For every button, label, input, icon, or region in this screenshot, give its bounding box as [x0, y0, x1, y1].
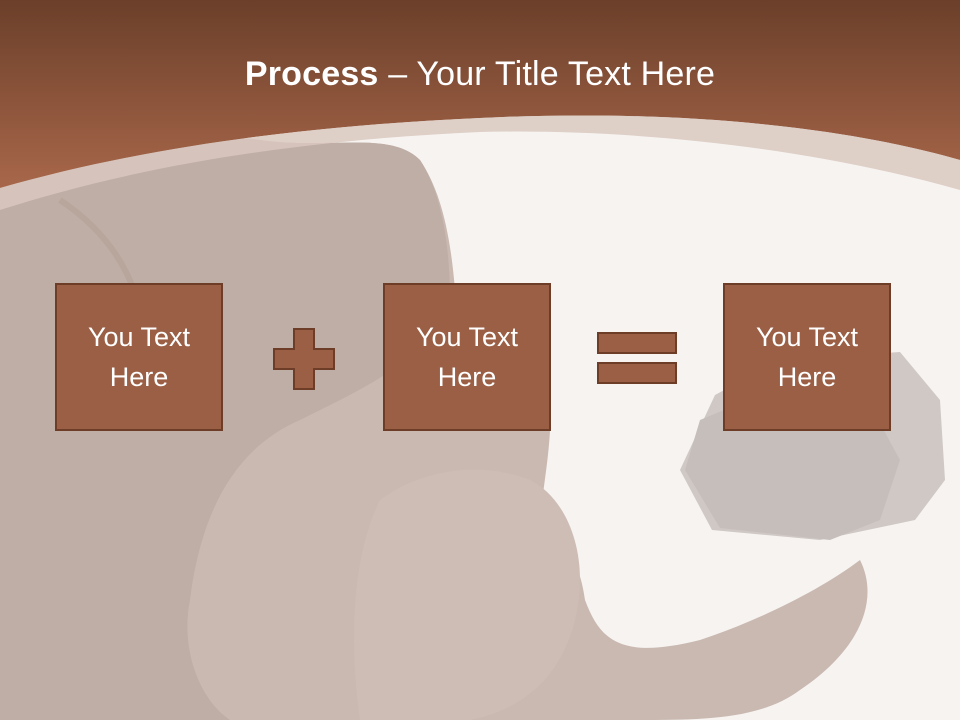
process-box-3-text: You Text Here	[755, 322, 859, 392]
process-box-1: You Text Here	[55, 283, 223, 431]
equals-icon	[597, 332, 677, 384]
process-box-2-text: You Text Here	[415, 322, 519, 392]
title-bold: Process	[244, 55, 379, 93]
plus-icon	[273, 328, 335, 390]
process-box-1-text: You Text Here	[87, 322, 191, 392]
header-band	[0, 0, 960, 188]
header-swoosh	[0, 115, 960, 210]
title-rest: – Your Title Text Here	[378, 55, 716, 93]
process-box-3: You Text Here	[723, 283, 891, 431]
process-box-2: You Text Here	[383, 283, 551, 431]
slide-title: Process – Your Title Text Here	[0, 52, 960, 96]
